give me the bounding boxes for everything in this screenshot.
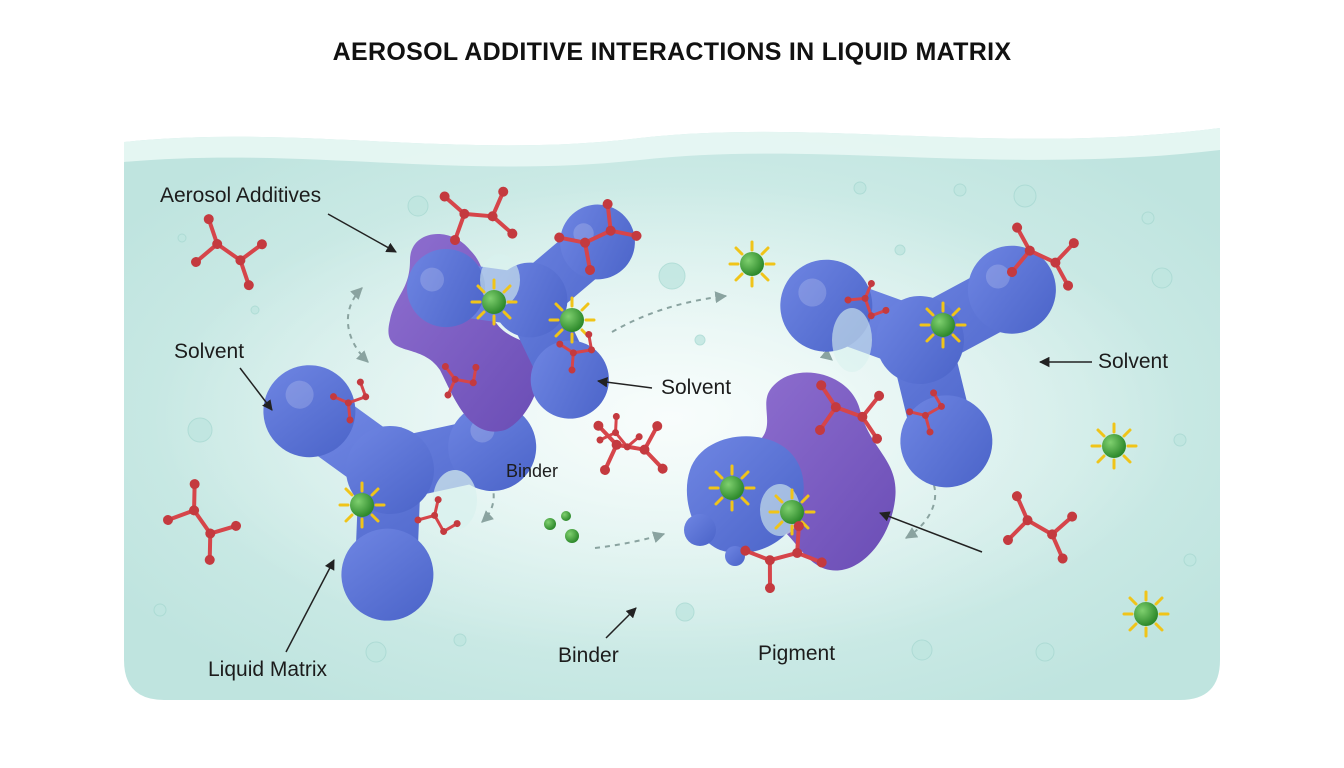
- label-solvent-right: Solvent: [1098, 350, 1169, 373]
- label-binder-inner: Binder: [506, 461, 559, 481]
- label-binder-bottom: Binder: [558, 644, 619, 667]
- bubbles: [153, 181, 1197, 663]
- pigment-cluster-center: [684, 372, 896, 571]
- label-aerosol-additives: Aerosol Additives: [160, 184, 322, 207]
- label-solvent-center: Solvent: [661, 376, 732, 399]
- solvent-cluster-right: [774, 228, 1081, 507]
- diagram-title: AEROSOL ADDITIVE INTERACTIONS IN LIQUID …: [332, 38, 1012, 66]
- pigment-particles: [544, 240, 1170, 638]
- label-solvent-left: Solvent: [174, 340, 245, 363]
- label-pigment: Pigment: [758, 642, 836, 665]
- leader-arrows: [239, 213, 1092, 653]
- label-liquid-matrix: Liquid Matrix: [208, 658, 328, 681]
- solvent-binder-cluster-top: [388, 184, 687, 458]
- solvent-cluster-left: [236, 359, 543, 638]
